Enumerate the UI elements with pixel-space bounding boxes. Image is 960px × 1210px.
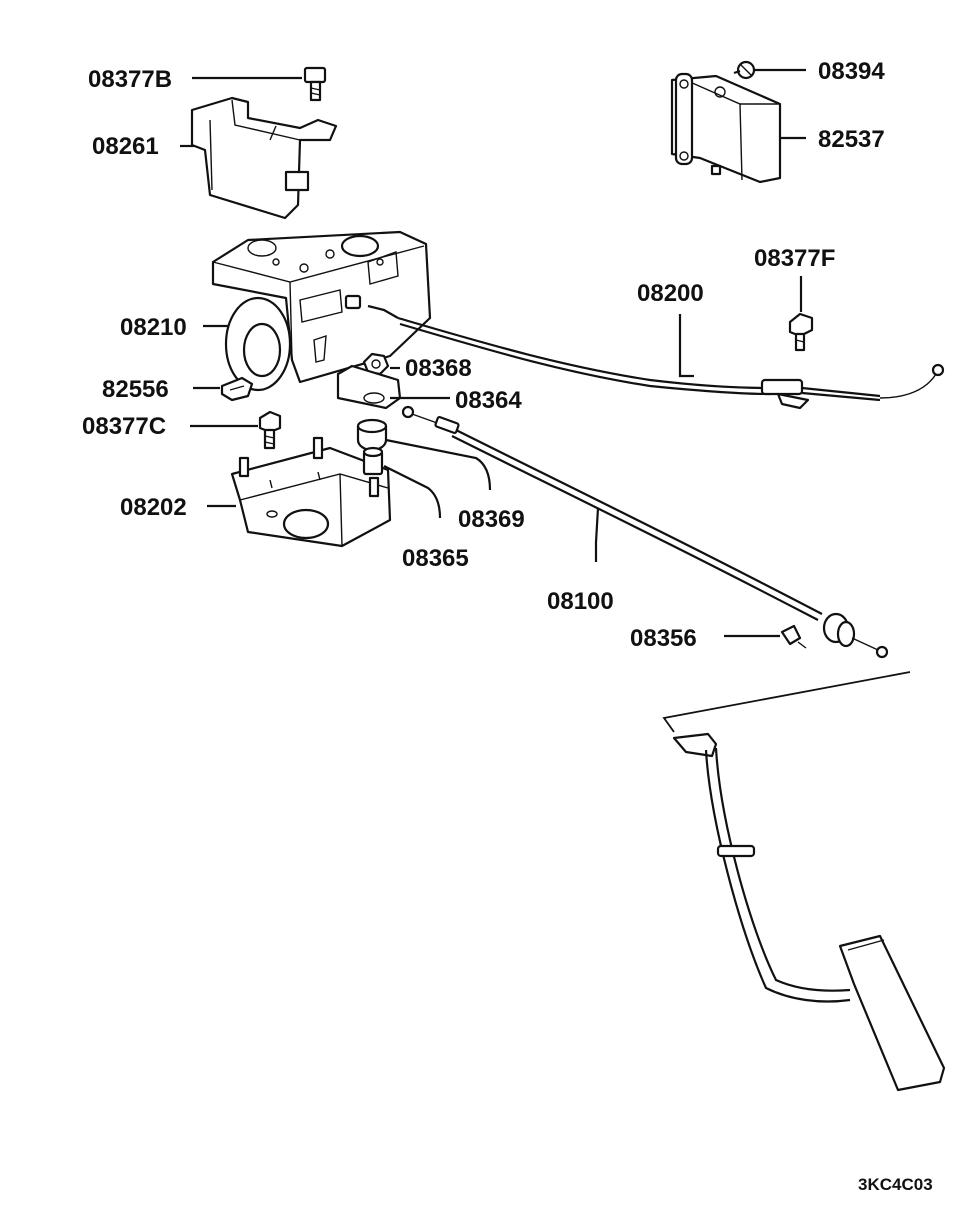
bolt-08377b-drawing [303,66,327,102]
label-08100: 08100 [547,588,614,615]
label-08202: 08202 [120,494,187,521]
label-08261: 08261 [92,133,159,160]
label-08369: 08369 [458,506,525,533]
accelerator-pedal-drawing [672,732,946,1092]
label-08377c: 08377C [82,413,166,440]
label-08368: 08368 [405,355,472,382]
label-08377f: 08377F [754,245,835,272]
break-connector-line [662,671,911,733]
actuator-08210-drawing [211,230,432,392]
label-82537: 82537 [818,126,885,153]
label-08210: 08210 [120,314,187,341]
bolt-08356-drawing [780,624,807,649]
collar-08365-drawing [362,446,384,476]
leader-lines [180,68,806,638]
base-bracket-08202-drawing [230,436,392,548]
label-08356: 08356 [630,625,697,652]
label-82556: 82556 [102,376,169,403]
clip-82556-drawing [220,376,254,402]
cable-08200-drawing [367,304,945,410]
bolt-08377c-drawing [258,410,282,450]
grommet-08369-drawing [356,418,388,452]
label-08364: 08364 [455,387,522,414]
label-08200: 08200 [637,280,704,307]
bolt-08394-drawing [733,60,756,80]
control-module-82537-drawing [670,72,782,184]
bolt-08377f-drawing [788,312,814,352]
label-08394: 08394 [818,58,885,85]
cable-08100-drawing [401,405,889,659]
label-08377b: 08377B [88,66,172,93]
label-08365: 08365 [402,545,469,572]
bracket-cover-08261-drawing [190,96,338,220]
bracket-plate-drawing [336,364,402,410]
figure-code: 3KC4C03 [858,1175,933,1194]
